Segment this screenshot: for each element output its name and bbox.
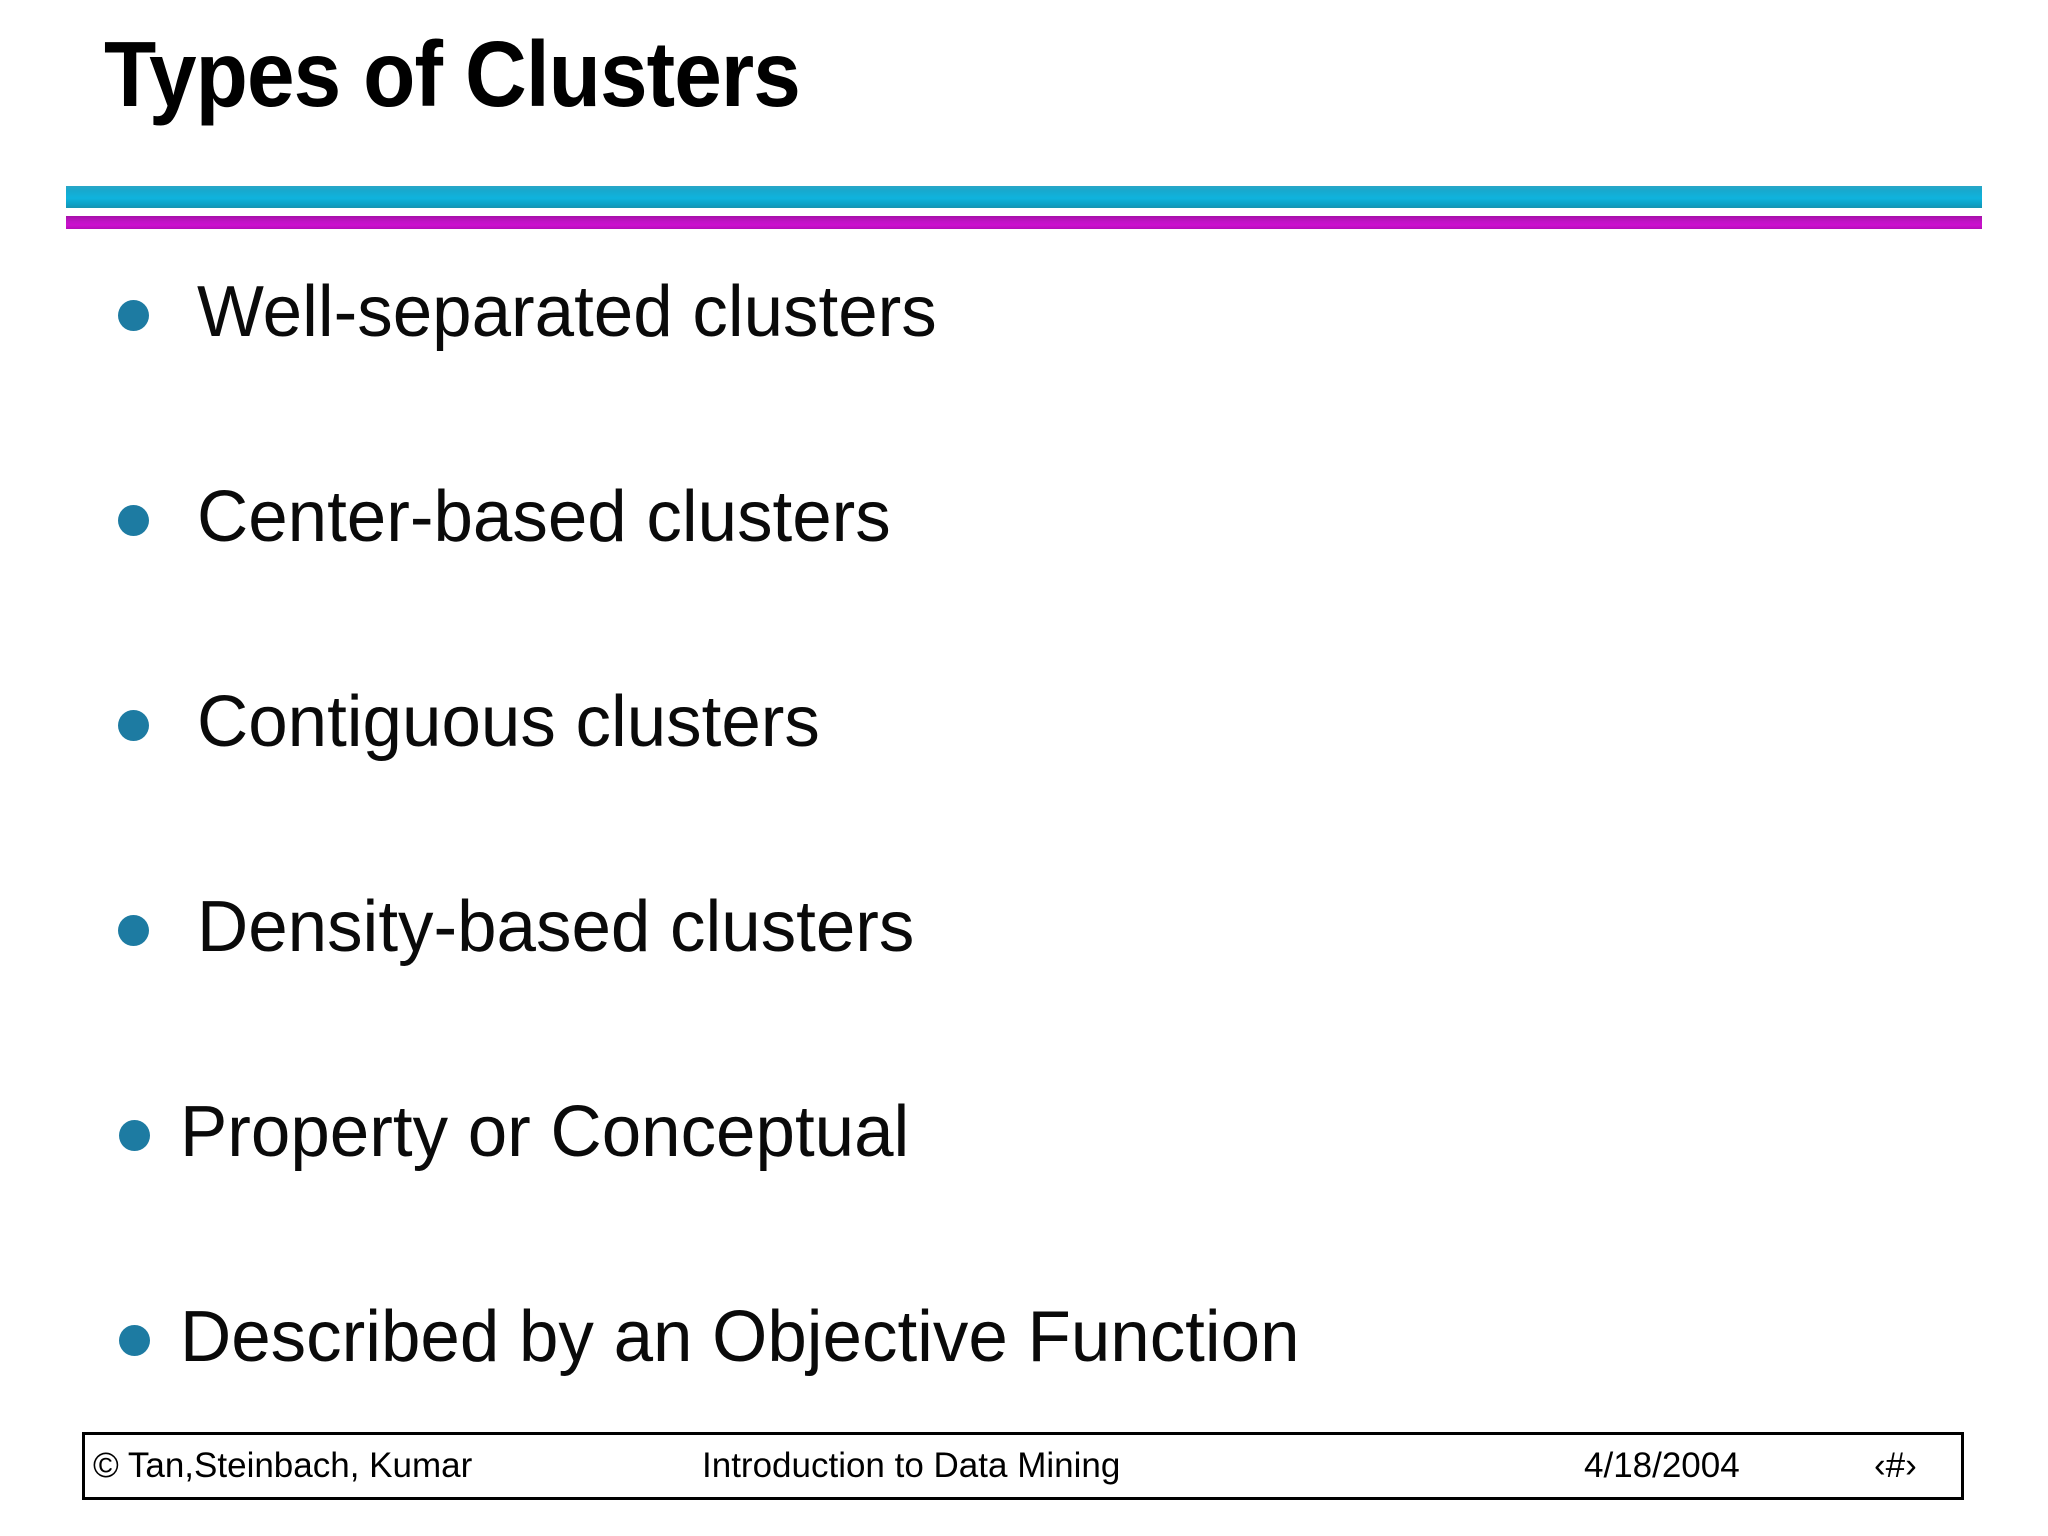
bullet-dot-icon bbox=[118, 505, 149, 536]
slide-footer: © Tan,Steinbach, Kumar Introduction to D… bbox=[82, 1432, 1964, 1500]
list-item: Described by an Objective Function bbox=[0, 1287, 2048, 1492]
list-item-label: Well-separated clusters bbox=[197, 272, 937, 352]
list-item: Property or Conceptual bbox=[0, 1082, 2048, 1287]
list-item-label: Density-based clusters bbox=[197, 887, 915, 967]
footer-page-number: ‹#› bbox=[1874, 1446, 1917, 1485]
divider-bar-cyan bbox=[66, 186, 1982, 208]
footer-copyright: © Tan,Steinbach, Kumar bbox=[93, 1446, 473, 1485]
list-item: Well-separated clusters bbox=[0, 262, 2048, 467]
divider-bar-magenta bbox=[66, 216, 1982, 229]
list-item: Contiguous clusters bbox=[0, 672, 2048, 877]
footer-course-title: Introduction to Data Mining bbox=[702, 1446, 1121, 1485]
bullet-dot-icon bbox=[118, 710, 149, 741]
list-item-label: Property or Conceptual bbox=[180, 1092, 910, 1172]
list-item: Center-based clusters bbox=[0, 467, 2048, 672]
title-divider bbox=[66, 186, 1982, 229]
page-title: Types of Clusters bbox=[104, 22, 801, 126]
bullet-dot-icon bbox=[119, 1325, 150, 1356]
bullet-dot-icon bbox=[118, 915, 149, 946]
list-item-label: Center-based clusters bbox=[197, 477, 891, 557]
bullet-dot-icon bbox=[118, 300, 149, 331]
bullet-dot-icon bbox=[119, 1120, 150, 1151]
list-item: Density-based clusters bbox=[0, 877, 2048, 1082]
bullet-list: Well-separated clusters Center-based clu… bbox=[0, 262, 2048, 1492]
footer-date: 4/18/2004 bbox=[1584, 1446, 1740, 1485]
list-item-label: Contiguous clusters bbox=[197, 682, 820, 762]
list-item-label: Described by an Objective Function bbox=[180, 1297, 1300, 1377]
divider-bar-gap bbox=[66, 208, 1982, 216]
